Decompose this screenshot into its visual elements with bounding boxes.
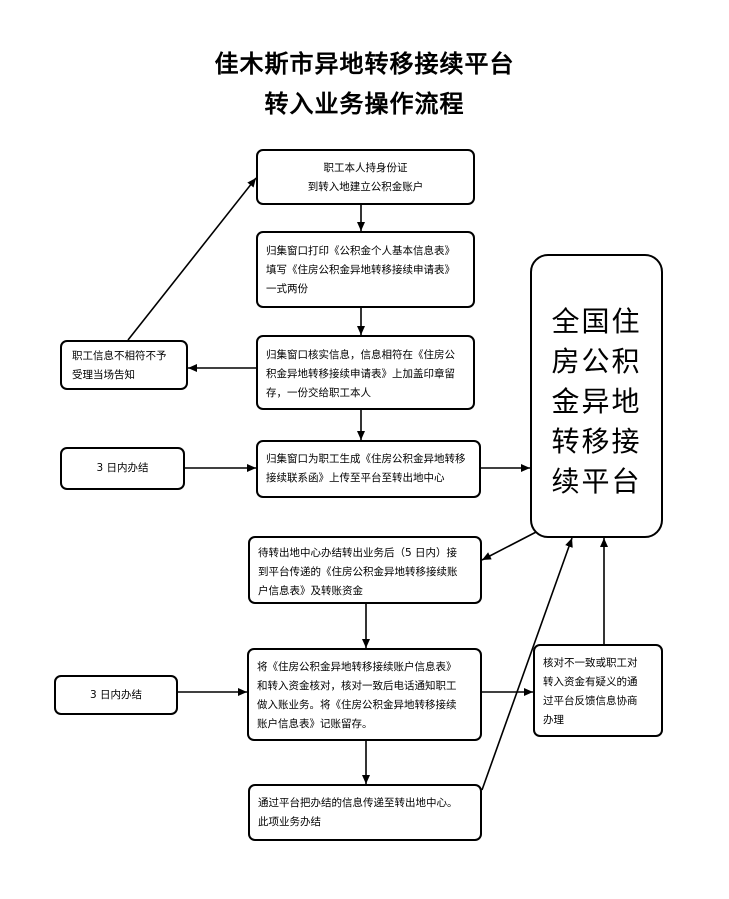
within-3-days-box-2: 3 日内办结 xyxy=(54,675,178,715)
arrow-platform-to-step5 xyxy=(481,529,541,561)
step-generate-letter-box: 归集窗口为职工生成《住房公积金异地转移 接续联系函》上传至平台至转出地中心 xyxy=(256,440,481,498)
step-print-forms-box: 归集窗口打印《公积金个人基本信息表》 填写《住房公积金异地转移接续申请表》 一式… xyxy=(256,231,475,308)
reject-notice-box: 职工信息不相符不予 受理当场告知 xyxy=(60,340,188,390)
arrow-reject-to-step1 xyxy=(127,177,257,341)
step-complete-box: 通过平台把办结的信息传递至转出地中心。 此项业务办结 xyxy=(248,784,482,841)
step-create-account-box: 职工本人持身份证 到转入地建立公积金账户 xyxy=(256,149,475,205)
step-reconcile-box: 将《住房公积金异地转移接续账户信息表》 和转入资金核对，核对一致后电话通知职工 … xyxy=(247,648,482,741)
arrow-step7-to-platform xyxy=(481,537,573,791)
mismatch-feedback-box: 核对不一致或职工对 转入资金有疑义的通 过平台反馈信息协商 办理 xyxy=(533,644,663,737)
title-line-1: 佳木斯市异地转移接续平台 xyxy=(214,50,515,78)
within-3-days-box-1: 3 日内办结 xyxy=(60,447,185,490)
title-line-2: 转入业务操作流程 xyxy=(264,90,465,118)
step-receive-funds-box: 待转出地中心办结转出业务后（5 日内）接 到平台传递的《住房公积金异地转移接续账… xyxy=(248,536,482,604)
step-verify-info-box: 归集窗口核实信息，信息相符在《住房公 积金异地转移接续申请表》上加盖印章留 存，… xyxy=(256,335,475,410)
national-transfer-platform-box: 全国住 房公积 金异地 转移接 续平台 xyxy=(530,254,663,538)
